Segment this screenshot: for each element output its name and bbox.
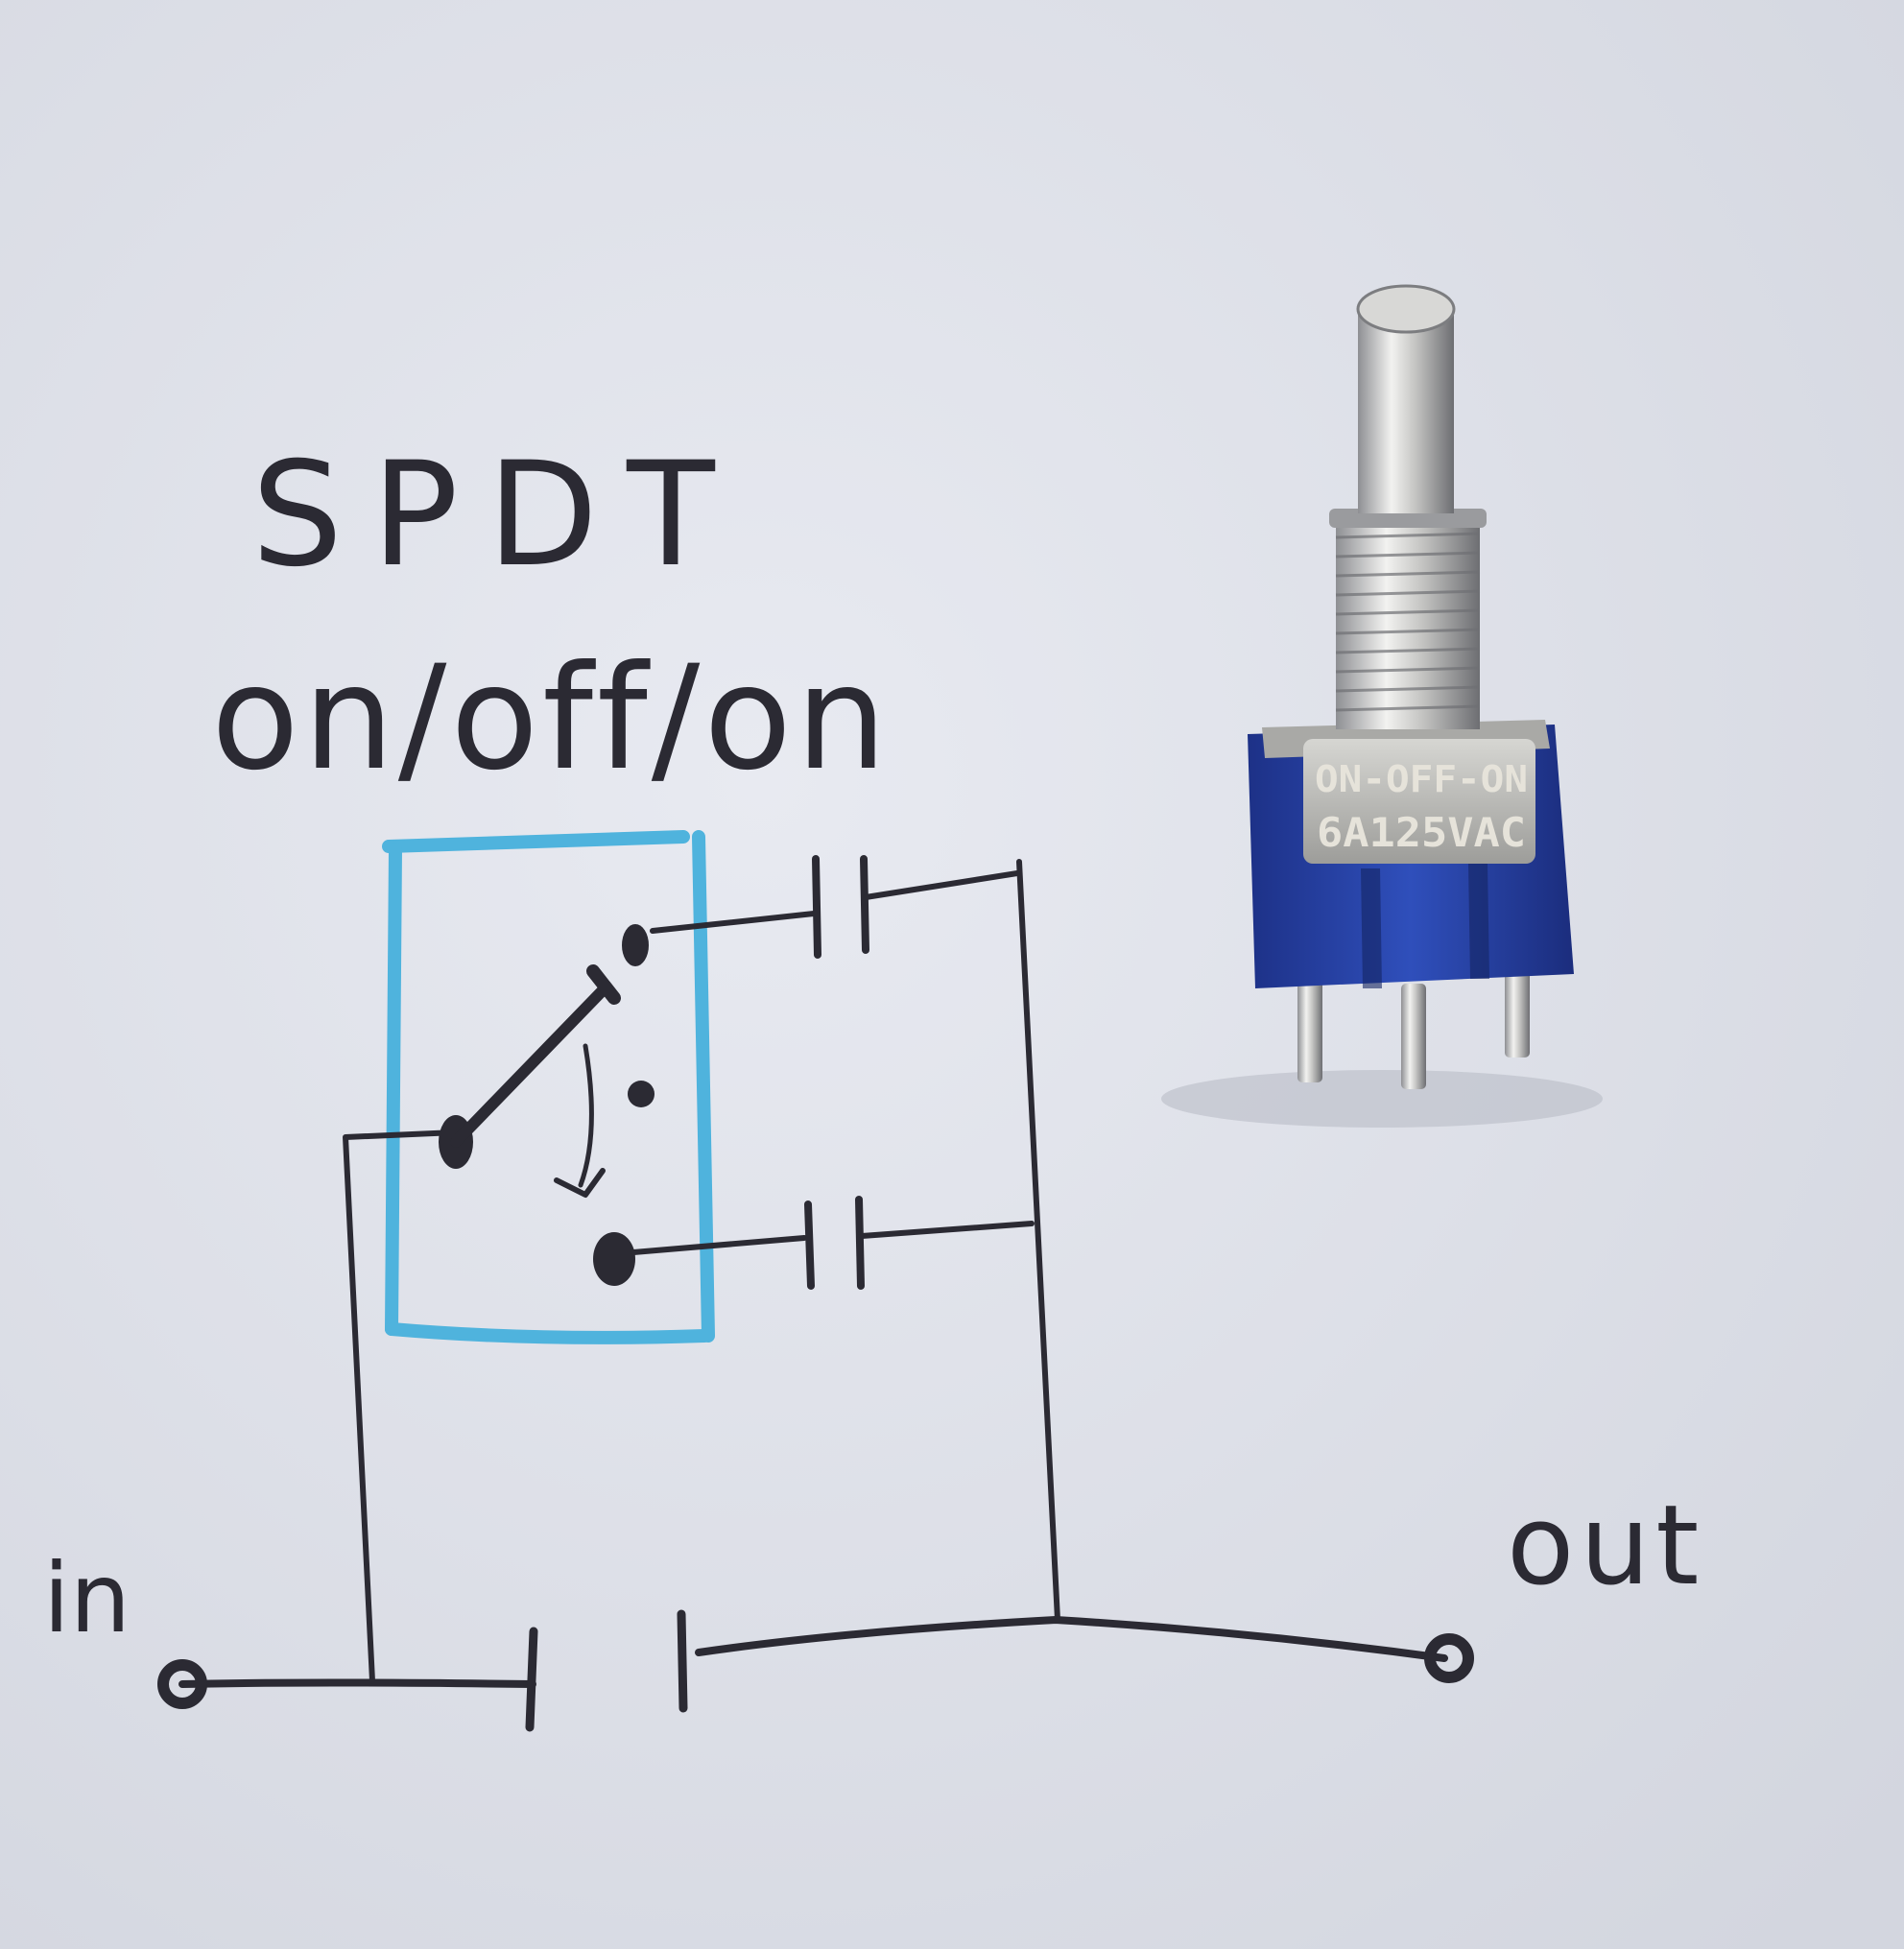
switch-nameplate — [1303, 739, 1535, 864]
upper-branch-wire — [650, 911, 817, 934]
switch-lever-bat — [1358, 307, 1454, 513]
center-off-terminal — [628, 1081, 654, 1107]
switch-pin-right — [1505, 971, 1530, 1058]
common-feed-wire — [343, 1129, 459, 1684]
upper-throw-terminal — [622, 924, 649, 966]
series-capacitor-left-plate — [525, 1627, 538, 1732]
series-capacitor-right-plate — [677, 1609, 688, 1713]
circuit-schematic — [157, 855, 1474, 1732]
toggle-switch-photo: ON-OFF-ON 6A125VAC — [1161, 284, 1603, 1128]
lower-capacitor-right-plate — [855, 1196, 865, 1290]
diagram-subtitle: on/off/on — [211, 635, 891, 802]
switch-bushing — [1336, 518, 1480, 729]
upper-capacitor-right-plate — [860, 855, 869, 954]
switch-marking-line2: 6A125VAC — [1317, 809, 1526, 856]
input-terminal — [157, 1659, 207, 1709]
lower-throw-terminal — [593, 1232, 635, 1286]
right-bus-wire — [1016, 859, 1060, 1623]
switch-pin-center — [1401, 984, 1426, 1089]
output-terminal — [1424, 1633, 1474, 1683]
switch-lever — [450, 983, 610, 1148]
output-label: out — [1507, 1482, 1704, 1610]
switch-highlight-box — [382, 830, 715, 1344]
upper-capacitor-left-plate — [812, 855, 821, 959]
lower-capacitor-left-plate — [804, 1200, 815, 1290]
input-label: in — [43, 1542, 131, 1654]
lower-branch-wire — [631, 1235, 807, 1255]
input-wire — [178, 1678, 536, 1688]
diagram-title: SPDT — [251, 432, 744, 599]
switch-marking-line1: ON-OFF-ON — [1315, 758, 1528, 800]
lever-travel-arrow — [578, 1043, 594, 1188]
switch-pin-left — [1297, 977, 1322, 1082]
